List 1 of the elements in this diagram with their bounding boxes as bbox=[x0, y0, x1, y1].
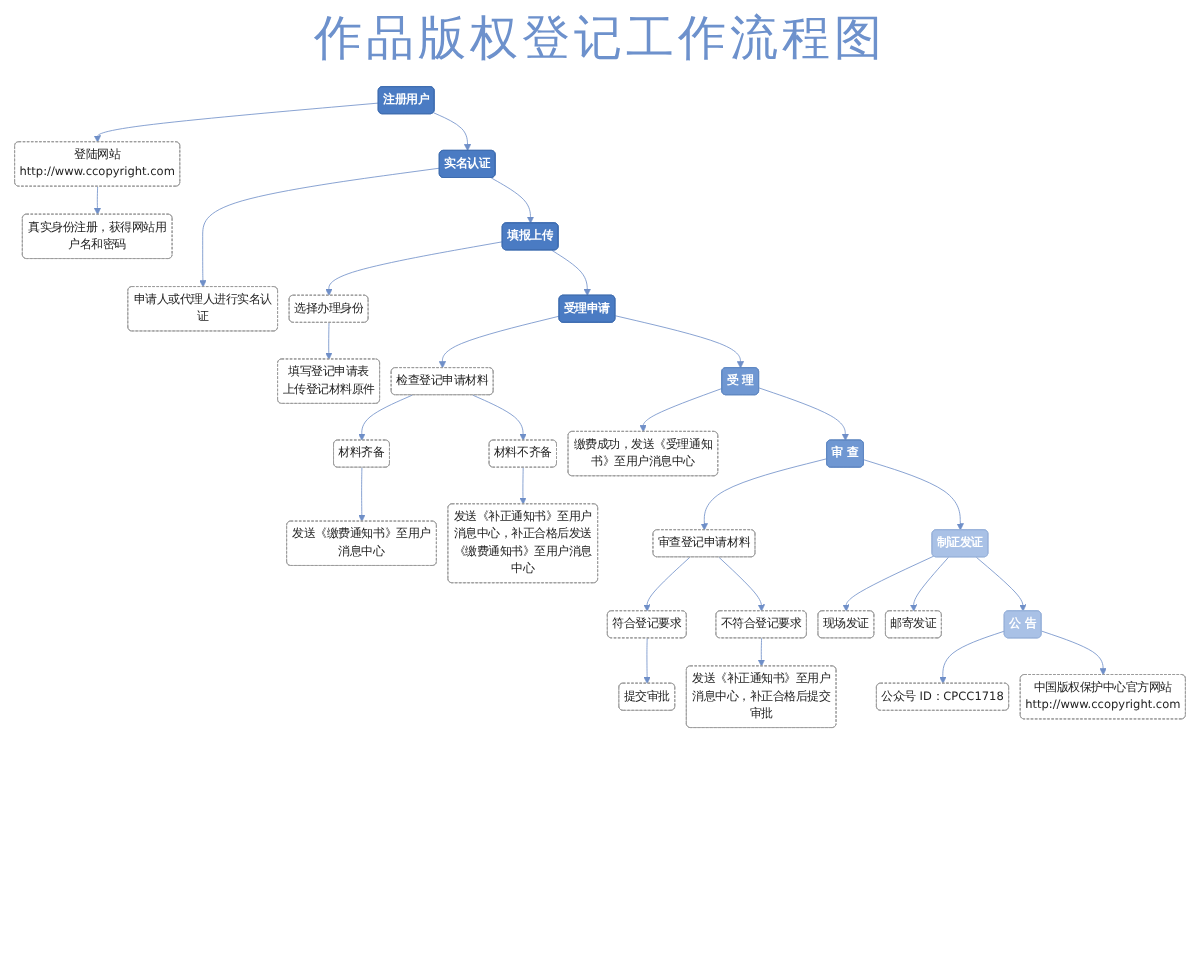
diagram-title: 作品版权登记工作流程图 bbox=[314, 8, 886, 68]
